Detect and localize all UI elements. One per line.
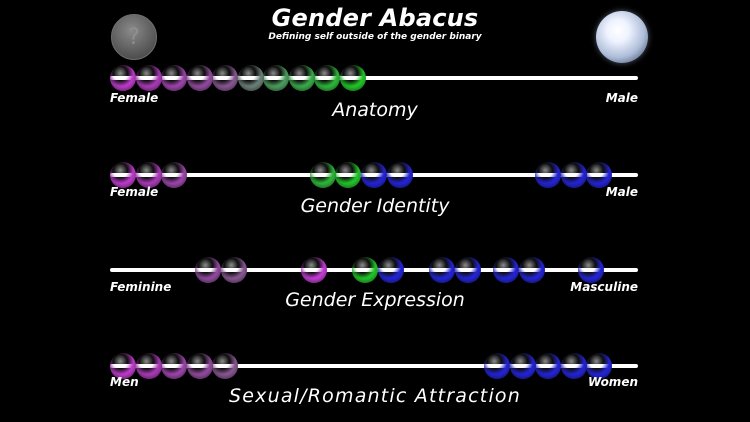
anatomy-left-label: Female (110, 91, 159, 105)
identity-bead[interactable] (361, 162, 387, 188)
identity-bead[interactable] (309, 162, 336, 188)
anatomy-right-label: Male (605, 91, 638, 105)
anatomy-bead[interactable] (314, 65, 341, 91)
attraction-bead[interactable] (560, 353, 587, 379)
attraction-title: Sexual/Romantic Attraction (229, 385, 521, 407)
anatomy-bead[interactable] (211, 65, 238, 91)
expression-bead[interactable] (577, 257, 604, 283)
anatomy-bead[interactable] (237, 65, 264, 91)
question-mark-icon: ? (128, 24, 140, 50)
expression-bead[interactable] (301, 257, 328, 283)
help-button[interactable]: ? (111, 14, 157, 60)
attraction-bead[interactable] (510, 353, 537, 379)
identity-bead[interactable] (161, 162, 188, 188)
expression-bead[interactable] (352, 257, 379, 283)
sphere-orb-button[interactable] (596, 11, 648, 63)
attraction-bead[interactable] (484, 353, 511, 379)
app-subtitle: Defining self outside of the gender bina… (268, 32, 482, 42)
attraction-right-label: Women (587, 375, 638, 389)
identity-bead[interactable] (560, 162, 587, 188)
anatomy-bead[interactable] (186, 65, 213, 91)
anatomy-bead[interactable] (339, 65, 366, 91)
expression-bead[interactable] (493, 257, 520, 283)
anatomy-bead[interactable] (288, 65, 315, 91)
anatomy-bead[interactable] (161, 65, 188, 91)
anatomy-bead[interactable] (263, 65, 290, 91)
attraction-bead[interactable] (186, 353, 213, 379)
anatomy-bead[interactable] (135, 65, 162, 91)
expression-title: Gender Expression (285, 289, 465, 311)
identity-bead[interactable] (586, 162, 613, 188)
anatomy-title: Anatomy (332, 99, 418, 121)
attraction-rail (110, 364, 638, 368)
identity-bead[interactable] (135, 162, 162, 188)
identity-left-label: Female (110, 185, 159, 199)
anatomy-bead[interactable] (110, 65, 136, 91)
identity-bead[interactable] (386, 162, 413, 188)
expression-bead[interactable] (378, 257, 405, 283)
attraction-bead[interactable] (110, 353, 136, 379)
expression-bead[interactable] (429, 257, 456, 283)
expression-bead[interactable] (195, 257, 222, 283)
attraction-bead[interactable] (135, 353, 162, 379)
attraction-bead[interactable] (535, 353, 562, 379)
identity-bead[interactable] (335, 162, 362, 188)
expression-bead[interactable] (454, 257, 481, 283)
attraction-bead[interactable] (211, 353, 238, 379)
attraction-bead[interactable] (586, 353, 613, 379)
identity-title: Gender Identity (300, 195, 450, 217)
app-title: Gender Abacus (271, 4, 479, 32)
attraction-bead[interactable] (161, 353, 188, 379)
expression-left-label: Feminine (110, 280, 172, 294)
expression-right-label: Masculine (570, 280, 638, 294)
anatomy-rail (110, 76, 638, 80)
identity-bead[interactable] (535, 162, 562, 188)
attraction-left-label: Men (110, 375, 139, 389)
expression-bead[interactable] (220, 257, 247, 283)
identity-bead[interactable] (110, 162, 136, 188)
expression-bead[interactable] (518, 257, 545, 283)
identity-right-label: Male (605, 185, 638, 199)
